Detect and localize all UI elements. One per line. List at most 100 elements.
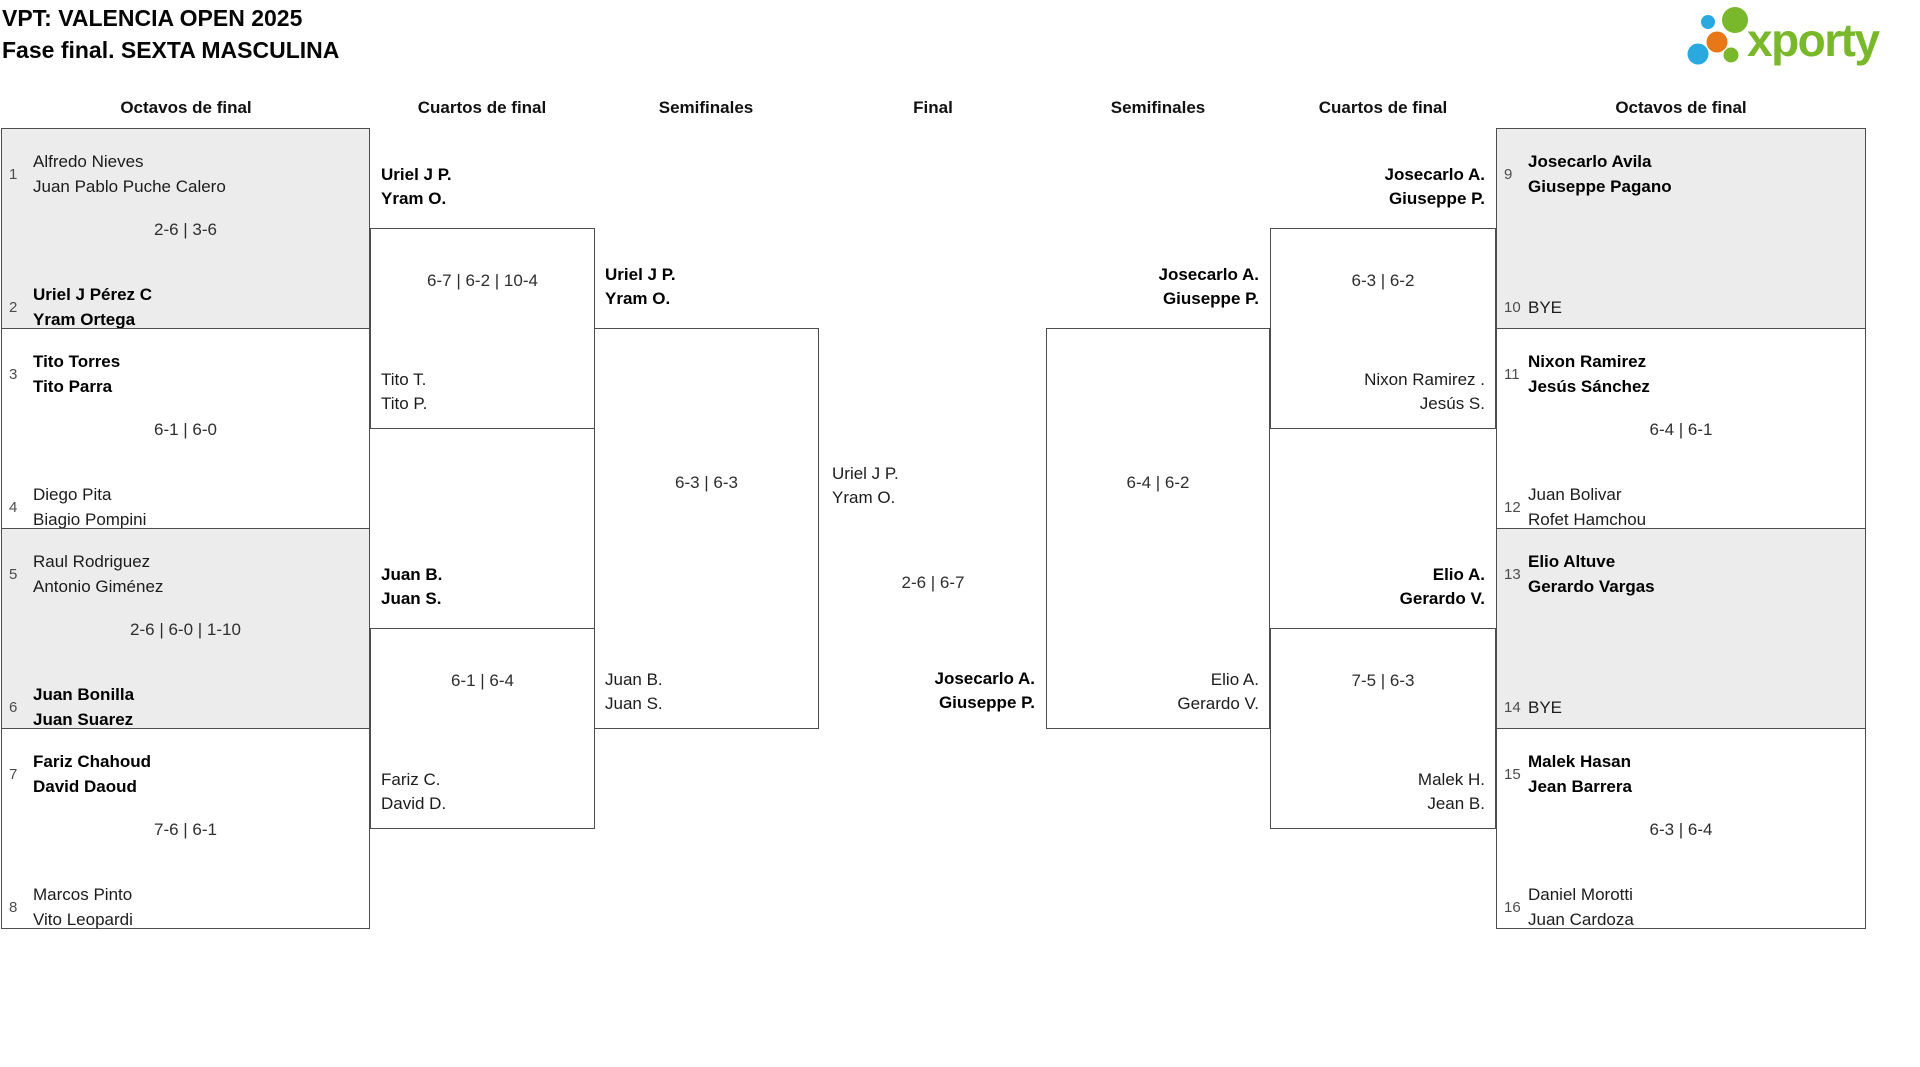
bracket-connector-box: [1270, 628, 1496, 829]
player-name: Josecarlo A.: [934, 669, 1035, 688]
eliminated-team-label[interactable]: Juan B.Juan S.: [605, 668, 663, 716]
logo-dot-blue-big: [1687, 43, 1709, 65]
advancing-team-label[interactable]: Josecarlo A.Giuseppe P.: [1159, 263, 1259, 311]
player-name: BYE: [1528, 297, 1563, 317]
player-name: Juan Suarez: [33, 710, 134, 729]
eliminated-team-label[interactable]: Malek H.Jean B.: [1418, 768, 1485, 816]
finalist-label[interactable]: Uriel J P.Yram O.: [832, 462, 899, 510]
player-name: David Daoud: [33, 777, 137, 796]
player-name: Uriel J P.: [381, 165, 452, 184]
bracket-connector-box: [1046, 328, 1270, 729]
player-name: Yram Ortega: [33, 310, 136, 329]
round-header-octavos-left: Octavos de final: [120, 98, 252, 117]
seed-number: 2: [9, 298, 18, 316]
advancing-team-label[interactable]: Uriel J P.Yram O.: [605, 263, 676, 311]
round-header-cuartos-right: Cuartos de final: [1318, 98, 1448, 117]
advancing-team-label[interactable]: Uriel J P. Yram O.: [381, 163, 452, 211]
player-name: BYE: [1528, 697, 1563, 717]
player-name: David D.: [381, 794, 447, 813]
player-name: Fariz Chahoud: [33, 752, 152, 771]
eliminated-team-label[interactable]: Elio A.Gerardo V.: [1177, 668, 1259, 716]
player-name: Malek Hasan: [1528, 752, 1631, 771]
player-name: Antonio Giménez: [33, 577, 164, 596]
seed-number: 15: [1504, 765, 1521, 783]
player-name: Yram O.: [605, 289, 671, 308]
player-name: Josecarlo A.: [1384, 165, 1485, 184]
seed-number: 7: [9, 765, 18, 783]
logo-dot-green-small: [1723, 47, 1739, 63]
player-name: Yram O.: [381, 189, 447, 208]
player-name: Juan S.: [381, 589, 442, 608]
seed-number: 16: [1504, 898, 1521, 916]
player-name: Giuseppe P.: [1162, 289, 1259, 308]
player-name: Jesús Sánchez: [1528, 377, 1650, 396]
round-header-final: Final: [913, 98, 953, 117]
player-name: Giuseppe Pagano: [1528, 177, 1672, 196]
eliminated-team-label[interactable]: Tito T.Tito P.: [381, 368, 427, 416]
player-name: Juan Pablo Puche Calero: [33, 177, 226, 196]
xporty-logo[interactable]: xporty: [1684, 5, 1916, 69]
logo-dot-orange: [1706, 31, 1728, 53]
match-score: 2-6 | 3-6: [153, 220, 217, 239]
player-name: Fariz C.: [381, 770, 441, 789]
advancing-team-label[interactable]: Elio A.Gerardo V.: [1400, 563, 1485, 611]
seed-number: 6: [9, 698, 18, 716]
player-name: Alfredo Nieves: [33, 152, 144, 171]
player-name: Nixon Ramirez: [1528, 352, 1647, 371]
player-name: Giuseppe P.: [1388, 189, 1485, 208]
seed-number: 10: [1504, 298, 1521, 316]
player-name: Gerardo V.: [1177, 694, 1259, 713]
seed-number: 9: [1504, 165, 1513, 183]
logo-wordmark: xporty: [1747, 14, 1881, 66]
advancing-team-label[interactable]: Juan B.Juan S.: [381, 563, 442, 611]
match-score: 7-6 | 6-1: [153, 820, 217, 839]
seed-number: 14: [1504, 698, 1521, 716]
eliminated-team-label[interactable]: Fariz C. David D.: [381, 768, 446, 816]
seed-number: 5: [9, 565, 18, 583]
seed-number: 1: [9, 165, 18, 183]
seed-number: 3: [9, 365, 18, 383]
match-score: 6-7 | 6-2 | 10-4: [427, 271, 538, 290]
bracket-connector-box: [1270, 228, 1496, 429]
player-name: Gerardo V.: [1399, 589, 1485, 608]
bye-slot: 10 BYE: [1497, 281, 1865, 333]
player-name: Juan Cardoza: [1528, 910, 1634, 929]
champion-label[interactable]: Josecarlo A.Giuseppe P.: [935, 667, 1035, 715]
advancing-team-label[interactable]: Josecarlo A. Giuseppe P.: [1385, 163, 1485, 211]
player-name: Marcos Pinto: [33, 885, 133, 904]
eliminated-team-label[interactable]: Nixon Ramirez .Jesús S.: [1364, 368, 1485, 416]
match-score: 7-5 | 6-3: [1351, 671, 1415, 690]
match-score: 6-3 | 6-3: [674, 473, 738, 492]
match-score: 6-4 | 6-2: [1126, 473, 1190, 492]
match-score: 6-1 | 6-4: [450, 671, 514, 690]
tournament-title: VPT: VALENCIA OPEN 2025: [2, 5, 303, 31]
player-name: Josecarlo Avila: [1528, 152, 1652, 171]
player-name: Juan Bonilla: [33, 685, 135, 704]
